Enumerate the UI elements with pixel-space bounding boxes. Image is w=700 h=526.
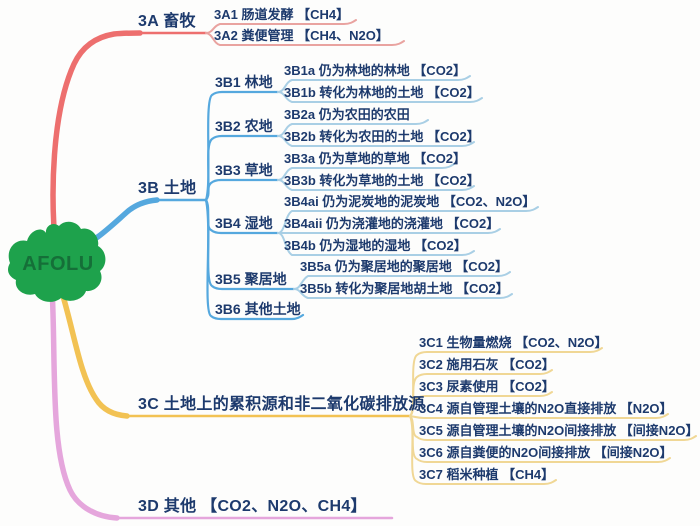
node-3b: 3B 土地 (138, 180, 197, 198)
node-3b4aii: 3B4aii 仍为浇灌地的浇灌地 【CO2】 (284, 215, 500, 231)
link-3b3a (277, 163, 455, 181)
link-3b1a (277, 75, 471, 93)
node-3b3b: 3B3b 转化为草地的土地 【CO2】 (284, 172, 480, 188)
link-3b2b (277, 135, 475, 147)
link-3b4ai (277, 206, 539, 234)
root-topic-label: AFOLU (22, 253, 94, 275)
link-3b3b (277, 179, 475, 191)
node-3c4: 3C4 源自管理土壤的N2O直接排放 【N2O】 (419, 400, 673, 416)
root-topic-shape (8, 221, 106, 302)
node-3b1a: 3B1a 仍为林地的林地 【CO2】 (284, 62, 467, 78)
node-3c5: 3C5 源自管理土壤的N2O间接排放 【间接N2O】 (419, 422, 699, 438)
link-3c2 (409, 369, 553, 417)
node-3a2: 3A2 粪便管理 【CH4、N2O】 (214, 27, 389, 43)
node-3d: 3D 其他 【CO2、N2O、CH4】 (138, 498, 367, 516)
branch-3a-trunk (50, 30, 143, 255)
link-3c7 (409, 415, 557, 485)
node-3c6: 3C6 源自粪便的N2O间接排放 【间接N2O】 (419, 444, 673, 460)
link-3b2a (277, 119, 429, 137)
link-3b2 (204, 134, 280, 202)
node-3c1: 3C1 生物量燃烧 【CO2、N2O】 (419, 334, 608, 350)
node-3b1: 3B1 林地 (215, 73, 273, 90)
node-3a: 3A 畜牧 (138, 13, 196, 31)
link-3a2 (205, 32, 405, 46)
link-3c4 (409, 413, 669, 419)
node-3c3: 3C3 尿素使用 【CO2】 (419, 378, 555, 394)
node-3b2b: 3B2b 转化为农田的土地 【CO2】 (284, 128, 480, 144)
node-3b3a: 3B3a 仍为草地的草地 【CO2】 (284, 150, 467, 166)
link-3b3 (204, 178, 280, 202)
link-3c3 (409, 391, 553, 417)
node-3b5a: 3B5a 仍为聚居地的聚居地 【CO2】 (300, 258, 509, 274)
node-3b2a: 3B2a 仍为农田的农田 (284, 106, 410, 122)
link-3b4aii (277, 228, 501, 234)
branch-3d-trunk (49, 285, 120, 521)
node-3b4ai: 3B4ai 仍为泥炭地的泥炭地 【CO2、N2O】 (284, 193, 536, 209)
node-3b5b: 3B5b 转化为聚居地胡土地 【CO2】 (300, 280, 509, 296)
node-3a1: 3A1 肠道发酵 【CH4】 (214, 6, 350, 22)
link-3b4b (277, 232, 475, 256)
link-3a1 (205, 19, 357, 34)
node-3c7: 3C7 稻米种植 【CH4】 (419, 466, 555, 482)
node-3b6: 3B6 其他土地 (215, 300, 301, 317)
link-3b5b (293, 288, 513, 299)
node-3b5: 3B5 聚居地 (215, 270, 287, 287)
link-3b6 (204, 198, 305, 321)
link-3b1 (204, 90, 280, 202)
node-3b1b: 3B1b 转化为林地的土地 【CO2】 (284, 84, 480, 100)
link-3b1b (277, 91, 483, 103)
link-3b5a (293, 271, 511, 290)
node-3b4: 3B4 湿地 (215, 214, 273, 231)
node-3c2: 3C2 施用石灰 【CO2】 (419, 356, 555, 372)
branch-3c-trunk (57, 283, 130, 419)
node-3b2: 3B2 农地 (215, 117, 273, 134)
node-3c: 3C 土地上的累积源和非二氧化碳排放源 (138, 396, 425, 414)
node-3b4b: 3B4b 仍为湿地的湿地 【CO2】 (284, 237, 467, 253)
node-3b3: 3B3 草地 (215, 161, 273, 178)
